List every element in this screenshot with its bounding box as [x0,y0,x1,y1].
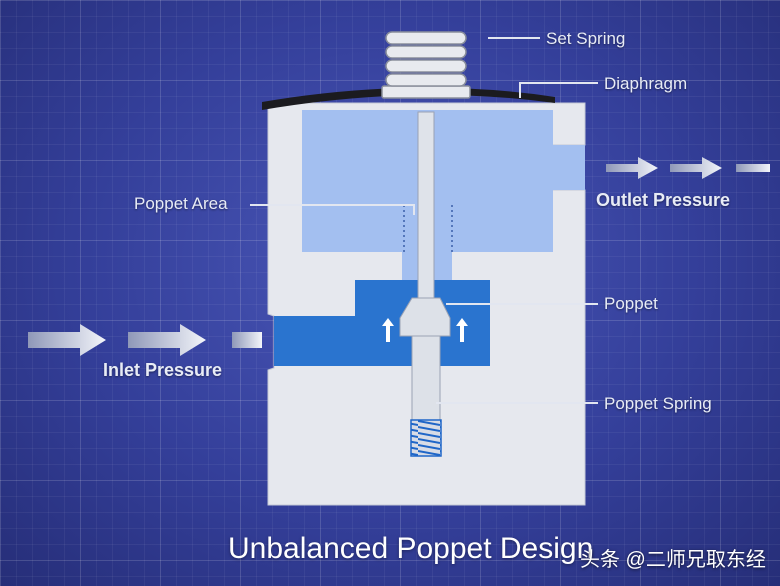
label-inlet-pressure: Inlet Pressure [103,360,223,380]
diaphragm [262,87,555,110]
upper-chamber [302,110,580,280]
poppet-spring-threads [410,419,442,457]
leader-lines [250,37,598,404]
poppet [399,297,451,337]
flow-up-arrows [382,318,468,342]
label-outlet-pressure: Outlet Pressure [596,190,731,210]
label-set-spring: Set Spring [546,29,626,48]
outlet-pressure-arrows [606,157,770,179]
set-spring [381,31,471,99]
outlet-port [553,145,585,190]
poppet-spring-rod [411,335,441,421]
label-poppet-area: Poppet Area [134,194,228,213]
diagram-title: Unbalanced Poppet Design [228,532,594,565]
label-diaphragm: Diaphragm [604,74,688,93]
label-poppet: Poppet [604,294,658,313]
watermark: 头条 @二师兄取东经 [580,549,766,571]
label-poppet-spring: Poppet Spring [604,394,712,413]
inlet-pressure-arrows [28,324,262,356]
poppet-stem [417,111,435,299]
